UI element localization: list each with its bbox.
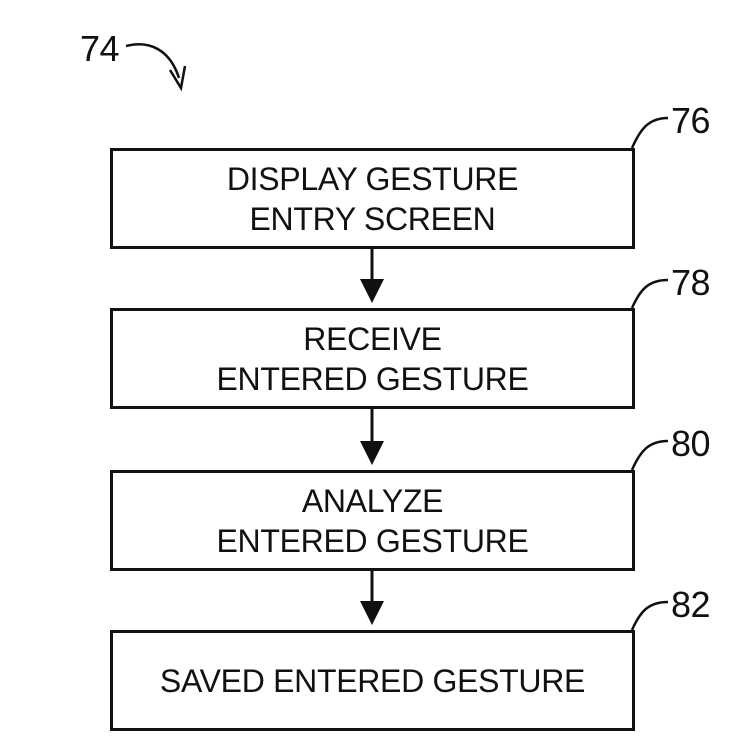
figure-ref-label: 74 xyxy=(80,28,120,69)
step-text-line: ENTERED GESTURE xyxy=(216,522,529,559)
step-text-line: DISPLAY GESTURE xyxy=(226,160,519,197)
step-ref-76: 76 xyxy=(671,100,711,141)
step-text-line: ENTERED GESTURE xyxy=(216,360,529,397)
step-box-display-gesture-entry-screen: DISPLAY GESTURE ENTRY SCREEN xyxy=(110,148,635,249)
leader-line-78 xyxy=(630,278,669,309)
leader-line-80 xyxy=(630,439,669,471)
step-text-line: ENTRY SCREEN xyxy=(249,200,496,237)
step-box-receive-entered-gesture: RECEIVE ENTERED GESTURE xyxy=(110,308,635,409)
step-ref-80: 80 xyxy=(671,423,711,464)
figure-ref-arrow xyxy=(125,43,181,79)
step-ref-78: 78 xyxy=(671,262,711,303)
step-ref-82: 82 xyxy=(671,584,711,625)
leader-line-82 xyxy=(630,600,669,631)
step-box-analyze-entered-gesture: ANALYZE ENTERED GESTURE xyxy=(110,470,635,571)
step-text-line: RECEIVE xyxy=(303,320,442,357)
figure-ref-arrowhead xyxy=(168,65,187,92)
step-box-saved-entered-gesture: SAVED ENTERED GESTURE xyxy=(110,630,635,731)
step-text-line: SAVED ENTERED GESTURE xyxy=(159,662,586,699)
leader-line-76 xyxy=(630,116,669,149)
step-text-line: ANALYZE xyxy=(301,482,444,519)
